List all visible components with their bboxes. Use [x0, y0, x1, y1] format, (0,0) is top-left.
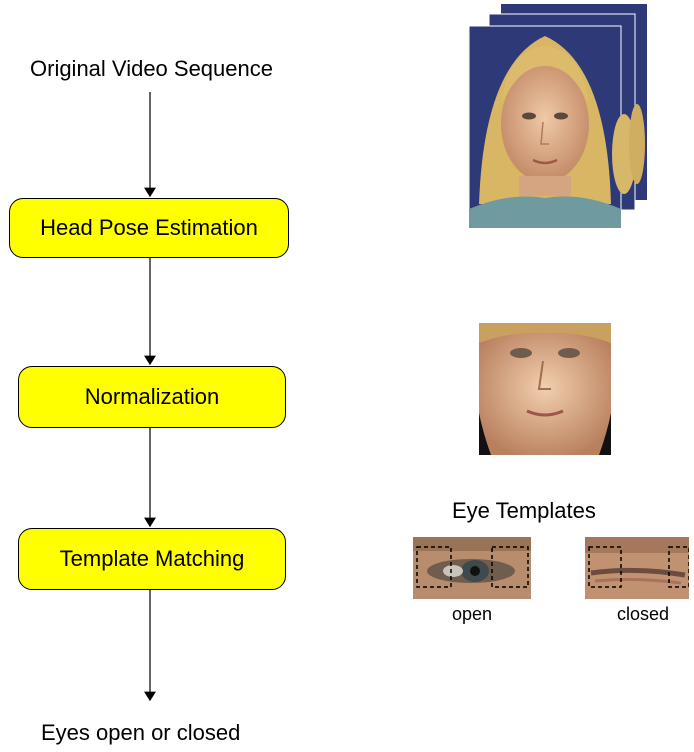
normalized-face-image	[479, 323, 611, 455]
output-label: Eyes open or closed	[41, 720, 241, 745]
closed-label: closed	[617, 604, 670, 624]
input-label: Original Video Sequence	[30, 56, 273, 81]
step-template-matching: Template Matching	[18, 528, 286, 590]
step-normalization: Normalization	[18, 366, 286, 428]
video-frames-image	[469, 4, 647, 229]
open-label: open	[452, 604, 493, 624]
closed-eye-template-image	[585, 537, 689, 599]
open-eye-template-image	[413, 537, 531, 599]
step-head-pose-estimation: Head Pose Estimation	[9, 198, 289, 258]
eye-templates-title: Eye Templates	[452, 498, 596, 523]
